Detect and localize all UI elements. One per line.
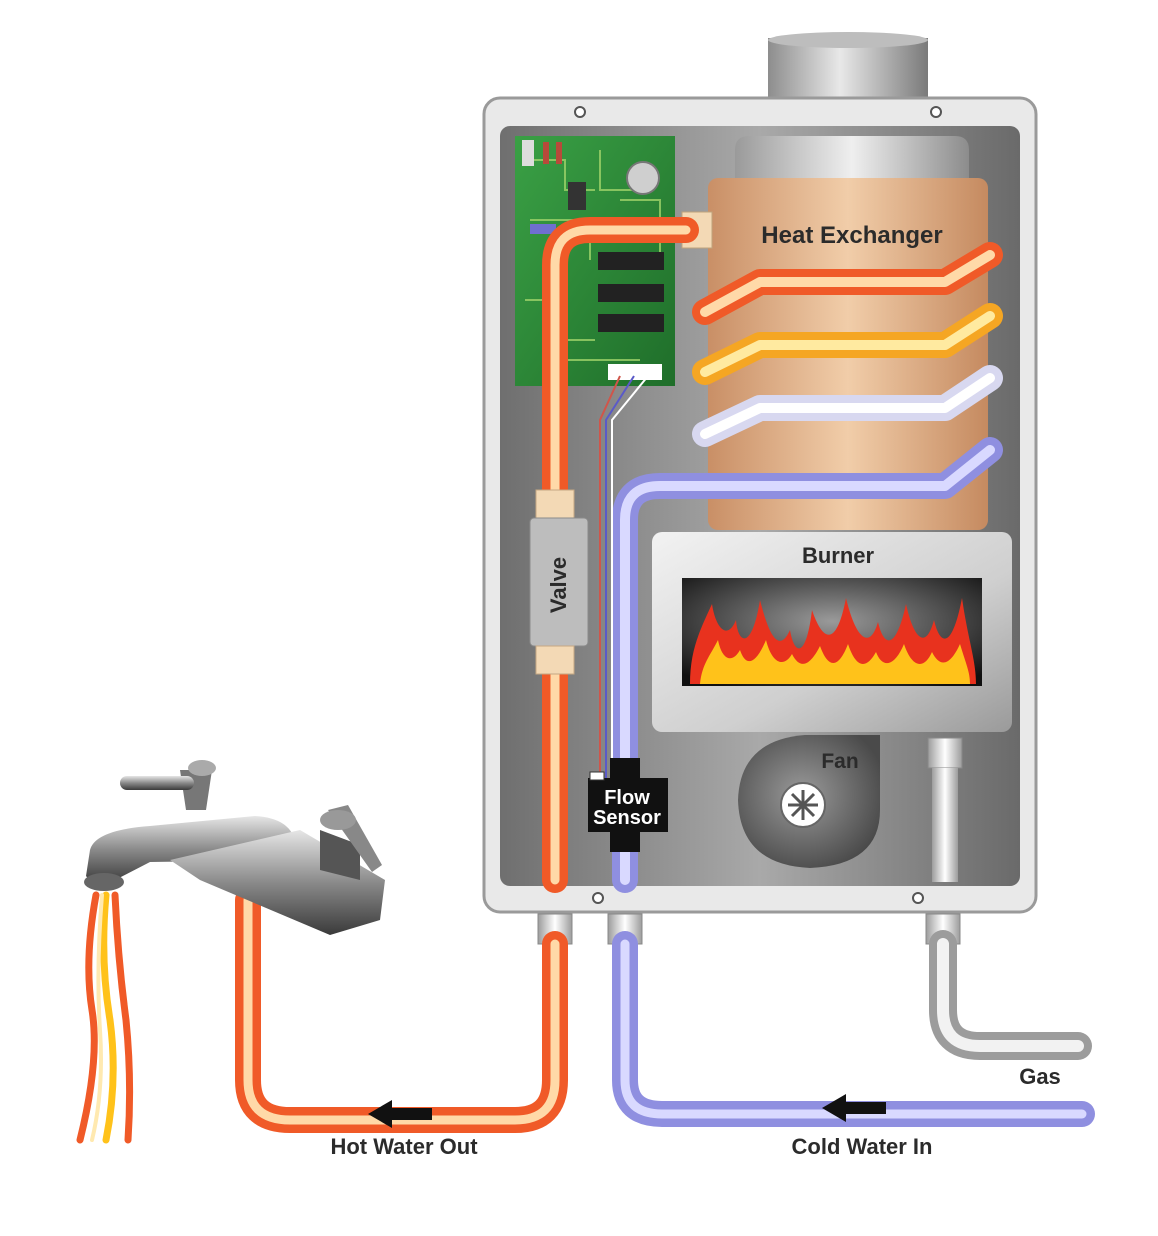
flow-sensor [588,758,668,852]
gas-valve-pipe [927,737,963,882]
cold-water-flow-arrow-icon [822,1094,886,1122]
flames [690,598,976,684]
hot-water-pipe-internal [542,217,699,893]
outlet-fittings [537,913,961,945]
heat-exchanger-label: Heat Exchanger [761,222,942,249]
hot-water-flow-arrow-icon [368,1100,432,1128]
hot-water-out-label: Hot Water Out [330,1134,478,1159]
cold-water-in-label: Cold Water In [792,1134,933,1159]
valve-label: Valve [546,557,571,613]
sensor-wires [599,375,649,780]
flow-sensor-label-line2: Sensor [593,807,661,829]
gas-label: Gas [1019,1064,1061,1089]
circuit-board [515,136,675,386]
hot-water-out-pipe [235,887,568,1133]
valve [529,489,589,675]
water-stream [76,891,134,1144]
flow-sensor-label-line1: Flow [604,787,650,809]
flue-vent [768,32,928,108]
burner [652,532,1012,732]
fan [738,735,880,868]
fan-impeller-icon [788,790,818,820]
faucet [84,760,385,935]
cold-water-in-pipe [612,931,1095,1127]
burner-label: Burner [802,543,875,568]
fan-label: Fan [821,750,858,773]
heat-exchanger-coils [612,242,1003,893]
gas-pipe [929,930,1092,1060]
